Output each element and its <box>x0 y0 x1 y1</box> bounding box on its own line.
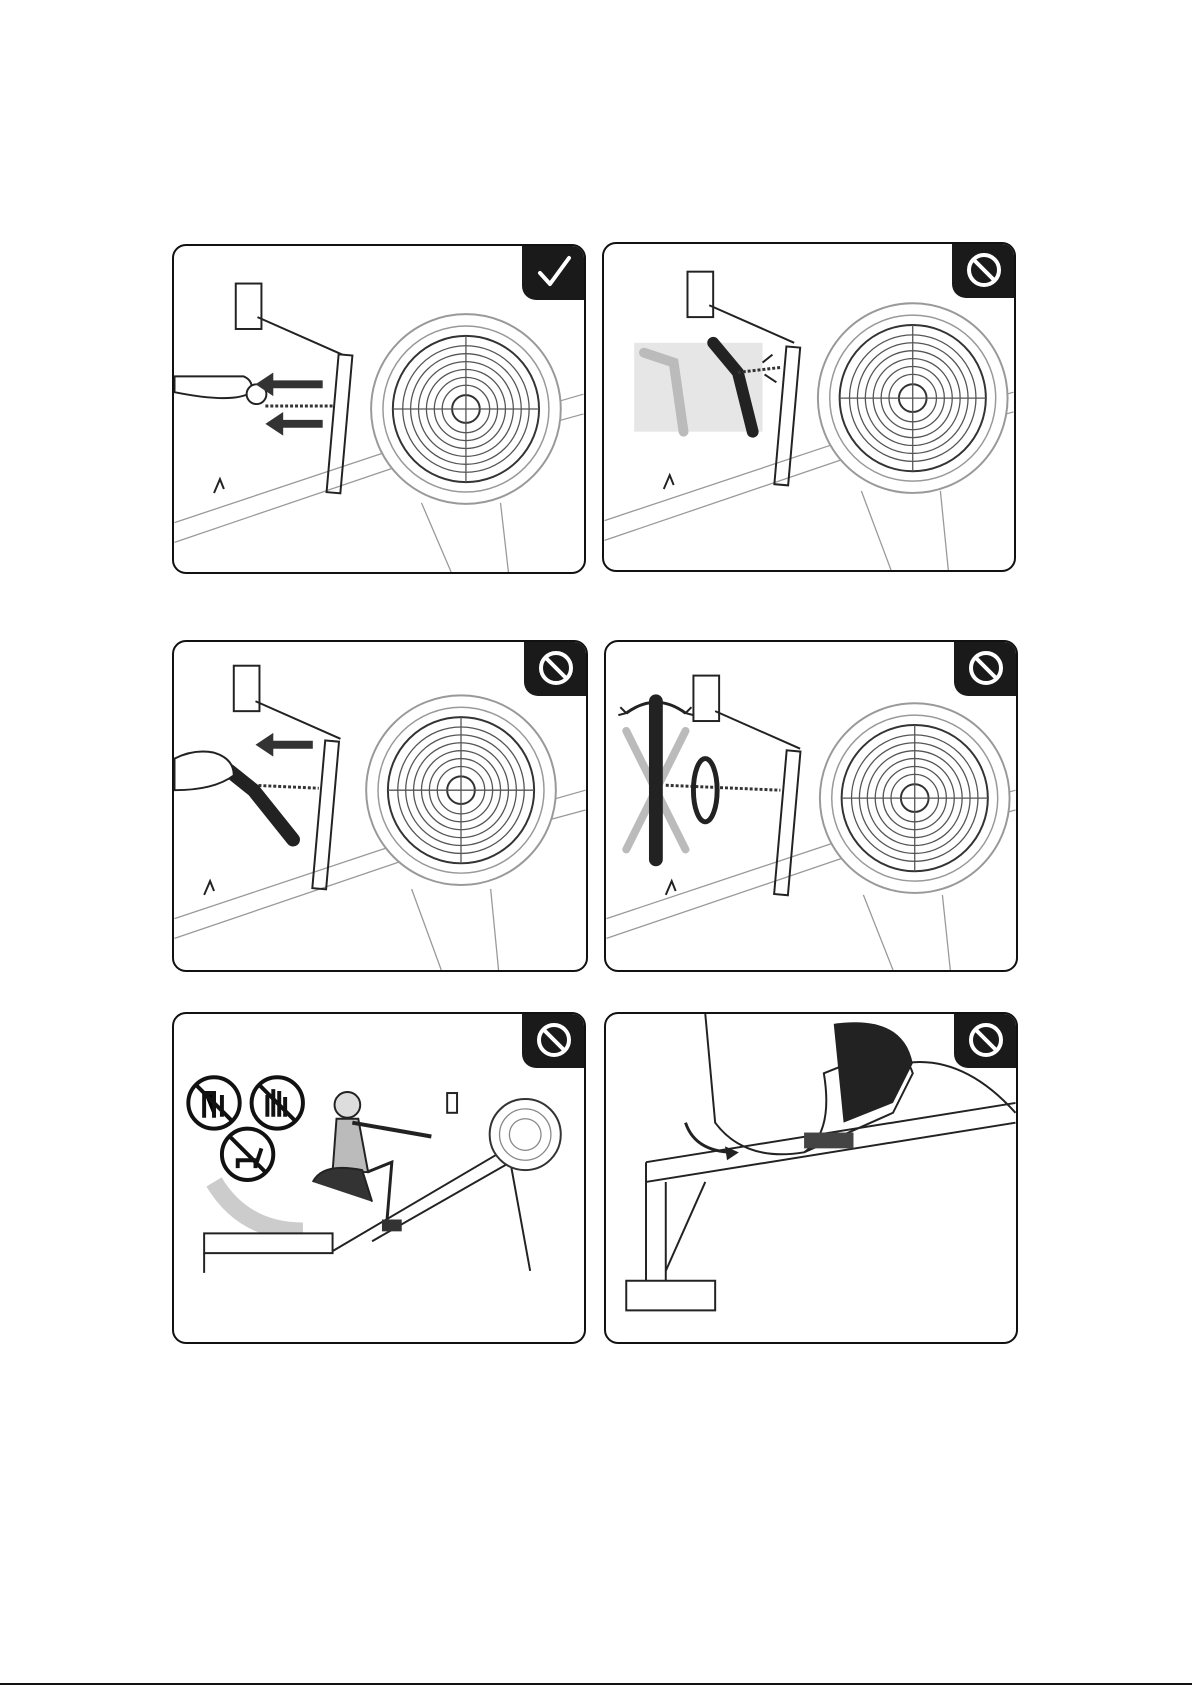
rower-pull-straight-illustration <box>174 246 584 572</box>
prohibited-icon <box>536 648 576 688</box>
panel-prohibited-angled-pull <box>172 640 588 972</box>
panel-prohibited-release <box>602 242 1016 572</box>
no-pets-icon <box>222 1129 273 1180</box>
handle-released-illustration <box>604 244 1014 570</box>
status-badge-correct <box>522 244 586 300</box>
angled-pull-illustration <box>174 642 586 970</box>
no-hands-icon <box>252 1077 303 1128</box>
no-children-icon <box>188 1077 239 1128</box>
check-icon <box>534 252 574 292</box>
panel-prohibited-twist <box>604 640 1018 972</box>
panel-correct-pull <box>172 244 586 574</box>
twisted-handle-illustration <box>606 642 1016 970</box>
status-badge-prohibited <box>952 242 1016 298</box>
status-badge-prohibited <box>522 1012 586 1068</box>
seat-pinch-illustration <box>606 1014 1016 1342</box>
prohibited-icon <box>966 1020 1006 1060</box>
rower-with-warnings-illustration <box>174 1014 584 1342</box>
prohibited-icon <box>534 1020 574 1060</box>
status-badge-prohibited <box>954 640 1018 696</box>
panel-prohibited-pinch <box>604 1012 1018 1344</box>
status-badge-prohibited <box>524 640 588 696</box>
panel-prohibited-bystanders <box>172 1012 586 1344</box>
status-badge-prohibited <box>954 1012 1018 1068</box>
prohibited-icon <box>964 250 1004 290</box>
prohibited-icon <box>966 648 1006 688</box>
